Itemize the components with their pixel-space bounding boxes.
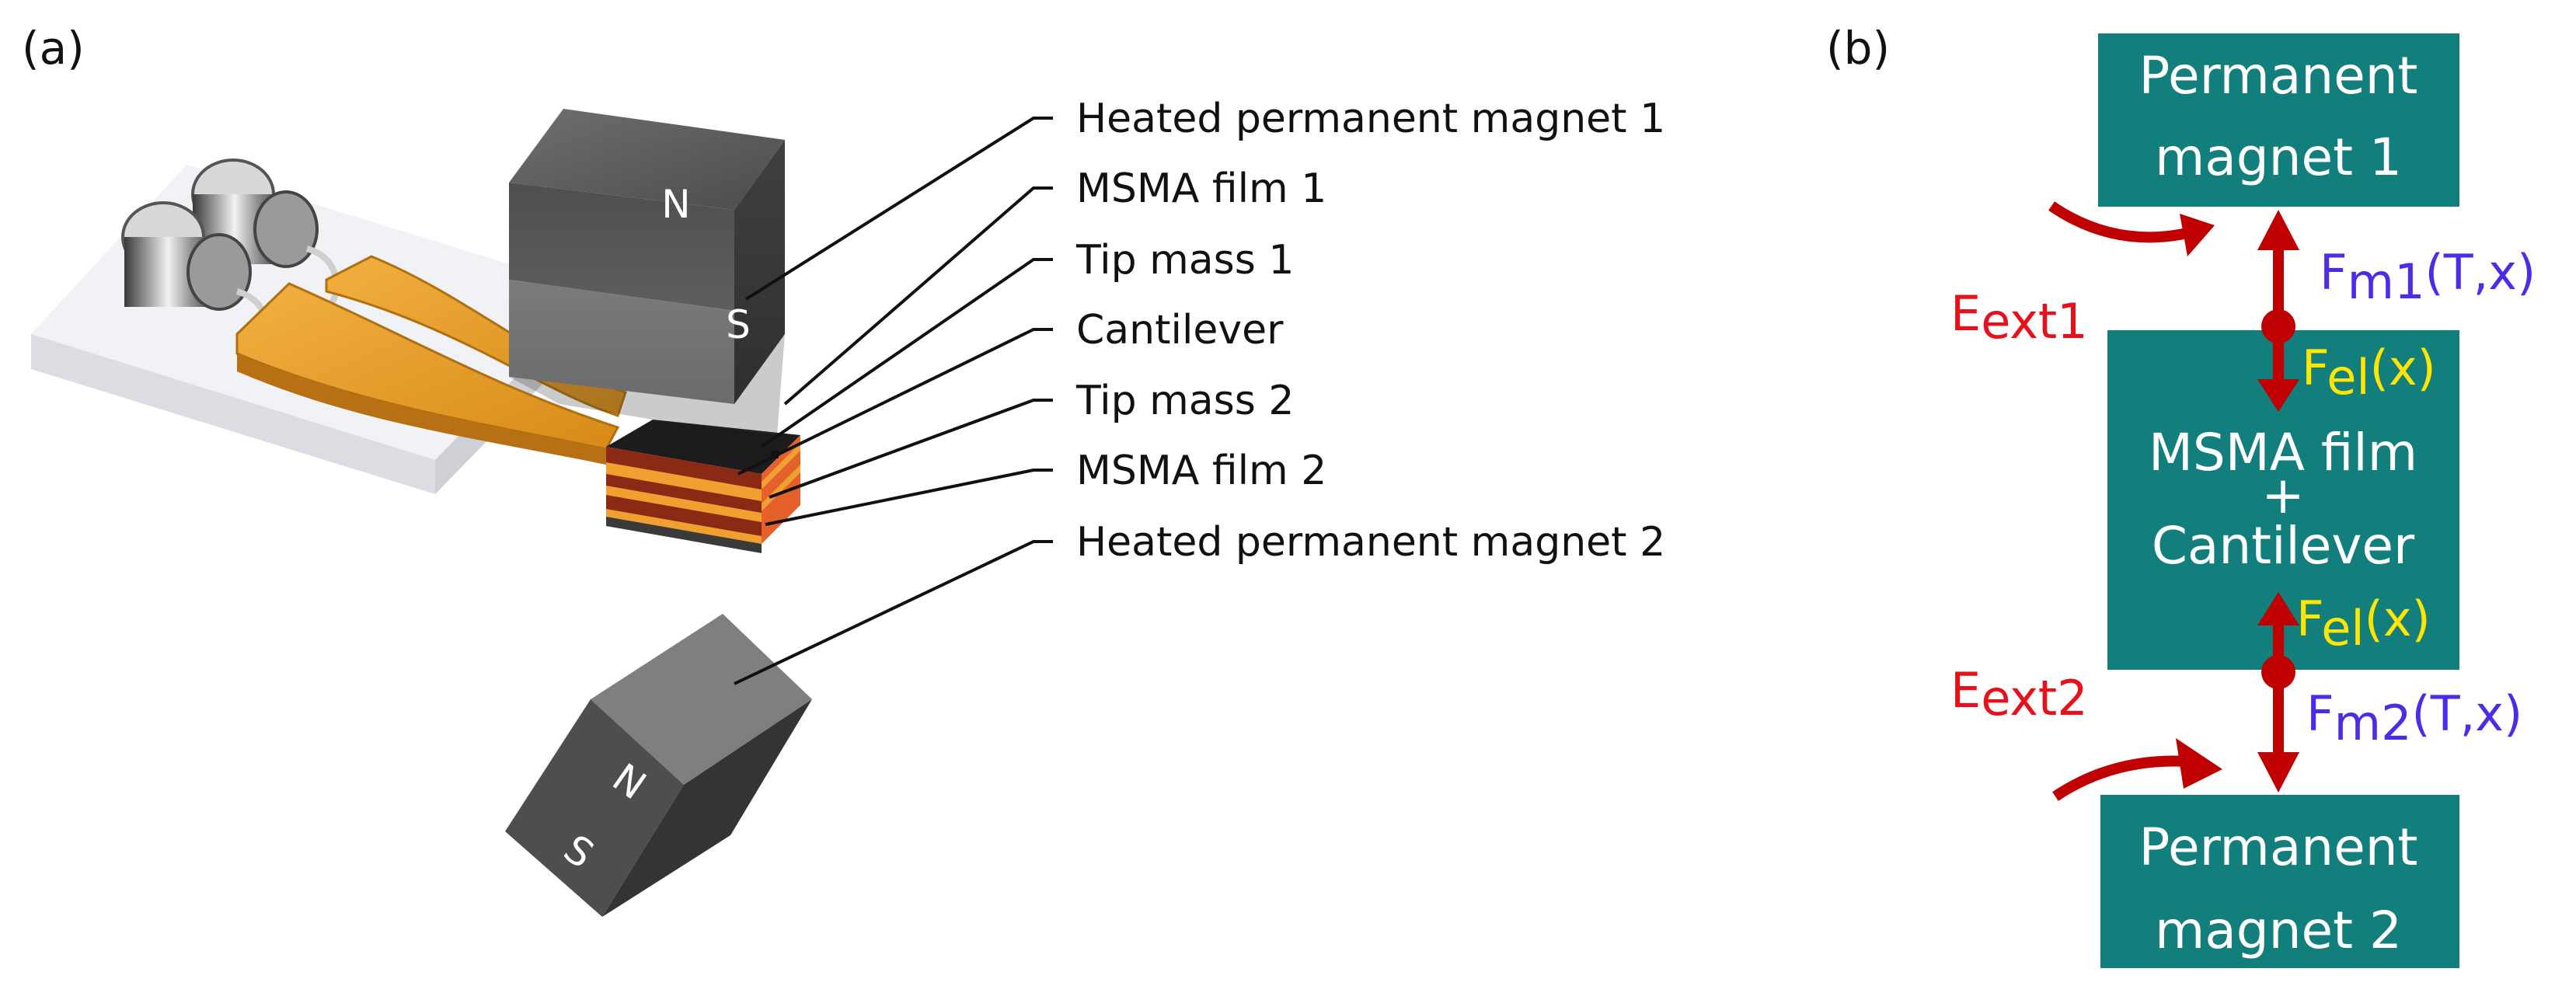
label-fel-bottom: Fel(x)	[2296, 591, 2431, 657]
panel-b-label: (b)	[1826, 22, 1890, 75]
box-top-line-1: Permanent	[2139, 46, 2418, 106]
leader-lines	[734, 117, 1053, 685]
leader-msma-film-2	[765, 469, 1053, 526]
callout-heated-magnet-1: Heated permanent magnet 1	[1076, 96, 1665, 142]
box-permanent-magnet-2: Permanent magnet 2	[2100, 795, 2459, 968]
leader-cantilever	[737, 328, 1053, 476]
magnet-1-pole-n: N	[661, 182, 690, 227]
node-top	[2261, 309, 2295, 343]
arrow-eext1-head	[2180, 214, 2215, 256]
node-bottom	[2261, 655, 2295, 689]
label-fm2: Fm2(T,x)	[2306, 685, 2522, 751]
label-fm1: Fm1(T,x)	[2320, 244, 2536, 310]
label-eext1: Eext1	[1950, 285, 2088, 350]
force-arrows	[2048, 201, 2299, 801]
box-middle-line-3: Cantilever	[2152, 516, 2415, 576]
panel-b: (b) Permanent magnet 1 MSMA film + Canti…	[1826, 22, 2536, 968]
force-labels: Eext1 Eext2 Fm1(T,x) Fm2(T,x) Fel(x) Fel…	[1950, 244, 2536, 751]
callout-labels: Heated permanent magnet 1 MSMA film 1 Ti…	[1075, 96, 1665, 566]
label-fel-top: Fel(x)	[2302, 340, 2436, 406]
arrow-fm2-head	[2257, 752, 2299, 793]
panel-a-label: (a)	[22, 22, 85, 75]
magnet-1-pole-s: S	[726, 302, 751, 347]
leader-heated-magnet-1	[744, 117, 1053, 301]
box-middle-line-2: +	[2261, 465, 2304, 525]
arrow-fm1-head	[2257, 210, 2299, 250]
leader-msma-film-1	[783, 186, 1053, 406]
arrow-eext1-curve	[2048, 201, 2189, 243]
callout-msma-film-1: MSMA film 1	[1076, 165, 1326, 212]
leader-heated-magnet-2	[734, 540, 1053, 685]
magnet-1: N S	[509, 109, 785, 435]
tip-block	[606, 420, 800, 553]
box-bottom-line-2: magnet 2	[2155, 901, 2402, 960]
callout-msma-film-2: MSMA film 2	[1076, 448, 1326, 494]
leader-tip-mass-2	[769, 399, 1053, 499]
leader-tip-mass-1	[760, 258, 1053, 448]
arrow-fel-bottom-head	[2257, 592, 2299, 625]
arrow-fel-top-head	[2257, 379, 2299, 412]
arrow-eext2-curve	[2052, 755, 2188, 801]
callout-heated-magnet-2: Heated permanent magnet 2	[1076, 519, 1665, 566]
label-eext2: Eext2	[1950, 662, 2088, 726]
callout-tip-mass-1: Tip mass 1	[1075, 237, 1294, 284]
panel-a: (a)	[22, 22, 1665, 917]
arrow-eext2-head	[2176, 738, 2222, 789]
magnet-2: N S	[505, 614, 812, 917]
callout-tip-mass-2: Tip mass 2	[1075, 378, 1294, 424]
box-permanent-magnet-1: Permanent magnet 1	[2098, 33, 2459, 207]
box-middle-line-1: MSMA film	[2149, 423, 2417, 483]
box-top-line-2: magnet 1	[2155, 127, 2402, 187]
box-bottom-line-1: Permanent	[2139, 817, 2418, 877]
callout-cantilever: Cantilever	[1076, 307, 1284, 354]
